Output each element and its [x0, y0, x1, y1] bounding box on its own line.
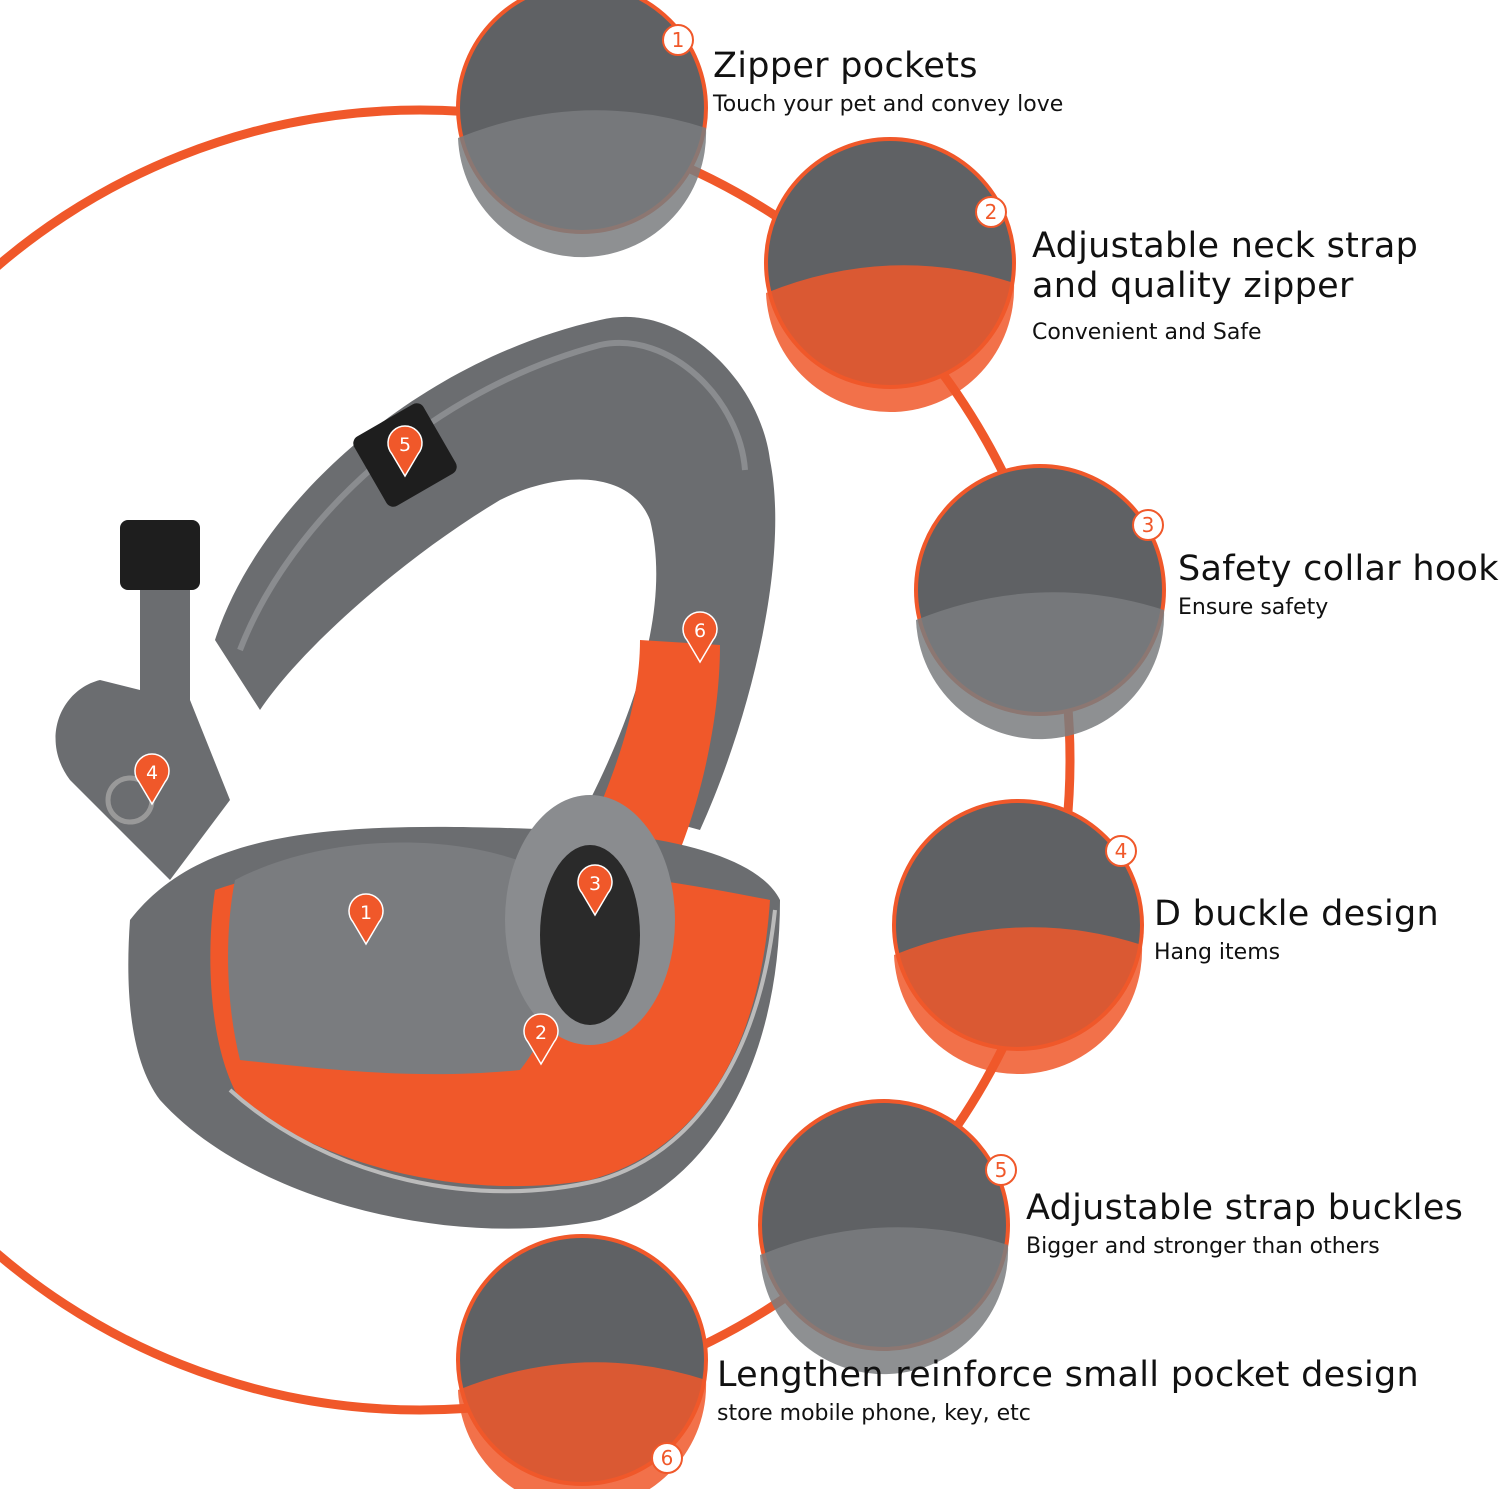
feature-subtitle: Touch your pet and convey love: [713, 92, 1064, 117]
svg-text:4: 4: [146, 762, 158, 784]
badge-number: 4: [1115, 839, 1128, 863]
pin-marker-5: 5: [387, 425, 423, 478]
detail-photo-5: 5: [758, 1099, 1017, 1375]
detail-photo-6: 6: [456, 1234, 708, 1489]
detail-photo-3: 3: [914, 464, 1166, 740]
feature-title: Lengthen reinforce small pocket design: [717, 1355, 1420, 1395]
feature-subtitle: Convenient and Safe: [1032, 320, 1262, 345]
detail-photo-2: 2: [764, 137, 1016, 413]
feature-title: Adjustable strap buckles: [1026, 1188, 1464, 1228]
number-badge: [651, 1442, 683, 1474]
feature-title: Zipper pockets: [713, 46, 978, 86]
number-badge: [985, 1154, 1017, 1186]
badge-number: 2: [985, 200, 998, 224]
feature-subtitle: Ensure safety: [1178, 595, 1329, 620]
number-badge: [1132, 509, 1164, 541]
feature-d-buckle: D buckle design Hang items: [1154, 894, 1439, 968]
orange-arc: [0, 105, 1075, 1415]
badge-number: 1: [672, 28, 685, 52]
feature-title: D buckle design: [1154, 894, 1439, 934]
number-badge: [1105, 835, 1137, 867]
pin-marker-3: 3: [577, 864, 613, 917]
feature-title: Safety collar hook: [1178, 549, 1499, 589]
feature-collar-hook: Safety collar hook Ensure safety: [1178, 549, 1499, 623]
feature-small-pocket: Lengthen reinforce small pocket design s…: [717, 1355, 1419, 1429]
badge-number: 6: [661, 1446, 674, 1470]
svg-text:1: 1: [360, 902, 372, 924]
feature-strap-buckles: Adjustable strap buckles Bigger and stro…: [1026, 1188, 1463, 1262]
number-badge: [662, 24, 694, 56]
detail-photo-4: 4: [892, 799, 1144, 1075]
badge-number: 5: [995, 1158, 1008, 1182]
feature-title: Adjustable neck strap and quality zipper: [1032, 226, 1419, 306]
pin-marker-4: 4: [134, 753, 170, 806]
number-badge: [975, 196, 1007, 228]
feature-subtitle: Hang items: [1154, 940, 1281, 965]
feature-neck-strap: Adjustable neck strap and quality zipper…: [1032, 226, 1418, 348]
svg-text:2: 2: [535, 1022, 547, 1044]
pin-marker-1: 1: [348, 893, 384, 946]
svg-text:3: 3: [589, 873, 601, 895]
pin-marker-2: 2: [523, 1013, 559, 1066]
badge-number: 3: [1142, 513, 1155, 537]
pin-marker-6: 6: [682, 611, 718, 664]
svg-text:5: 5: [399, 434, 411, 456]
detail-photo-1: 1: [456, 0, 708, 258]
feature-zipper-pockets: Zipper pockets Touch your pet and convey…: [713, 46, 1063, 120]
sling-carrier-image: [55, 316, 781, 1229]
svg-text:6: 6: [694, 620, 706, 642]
feature-subtitle: Bigger and stronger than others: [1026, 1234, 1380, 1259]
feature-subtitle: store mobile phone, key, etc: [717, 1401, 1031, 1426]
